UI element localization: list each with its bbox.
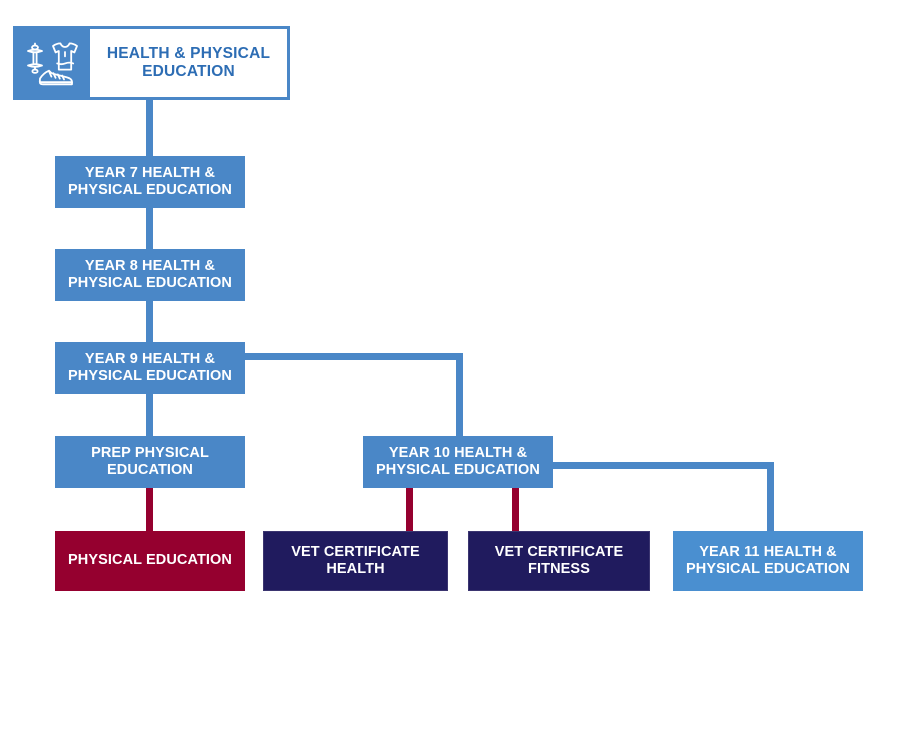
connector-year10-to-vet-health [406, 488, 413, 533]
node-vet-certificate-health[interactable]: VET CERTIFICATE HEALTH [263, 531, 448, 591]
connector-year9-to-prep [146, 394, 153, 436]
connector-year7-to-year8 [146, 208, 153, 249]
node-year8-health-pe[interactable]: YEAR 8 HEALTH & PHYSICAL EDUCATION [55, 249, 245, 301]
node-physical-education[interactable]: PHYSICAL EDUCATION [55, 531, 245, 591]
connector-year9-to-year10-vertical [456, 353, 463, 436]
connector-year10-to-vet-fitness [512, 488, 519, 533]
node-year11-health-pe[interactable]: YEAR 11 HEALTH & PHYSICAL EDUCATION [673, 531, 863, 591]
connector-year9-to-year10-horizontal [245, 353, 463, 360]
connector-prep-to-physical-education [146, 488, 153, 533]
sports-equipment-icon [13, 26, 90, 100]
header-title: HEALTH & PHYSICAL EDUCATION [90, 26, 290, 100]
diagram-header: HEALTH & PHYSICAL EDUCATION [13, 26, 290, 100]
connector-year10-to-year11-horizontal [553, 462, 774, 469]
connector-header-to-year7 [146, 100, 153, 156]
node-year10-health-pe[interactable]: YEAR 10 HEALTH & PHYSICAL EDUCATION [363, 436, 553, 488]
node-prep-physical-education[interactable]: PREP PHYSICAL EDUCATION [55, 436, 245, 488]
node-year7-health-pe[interactable]: YEAR 7 HEALTH & PHYSICAL EDUCATION [55, 156, 245, 208]
connector-year10-to-year11-vertical [767, 462, 774, 533]
connector-year8-to-year9 [146, 301, 153, 342]
node-year9-health-pe[interactable]: YEAR 9 HEALTH & PHYSICAL EDUCATION [55, 342, 245, 394]
node-vet-certificate-fitness[interactable]: VET CERTIFICATE FITNESS [468, 531, 650, 591]
